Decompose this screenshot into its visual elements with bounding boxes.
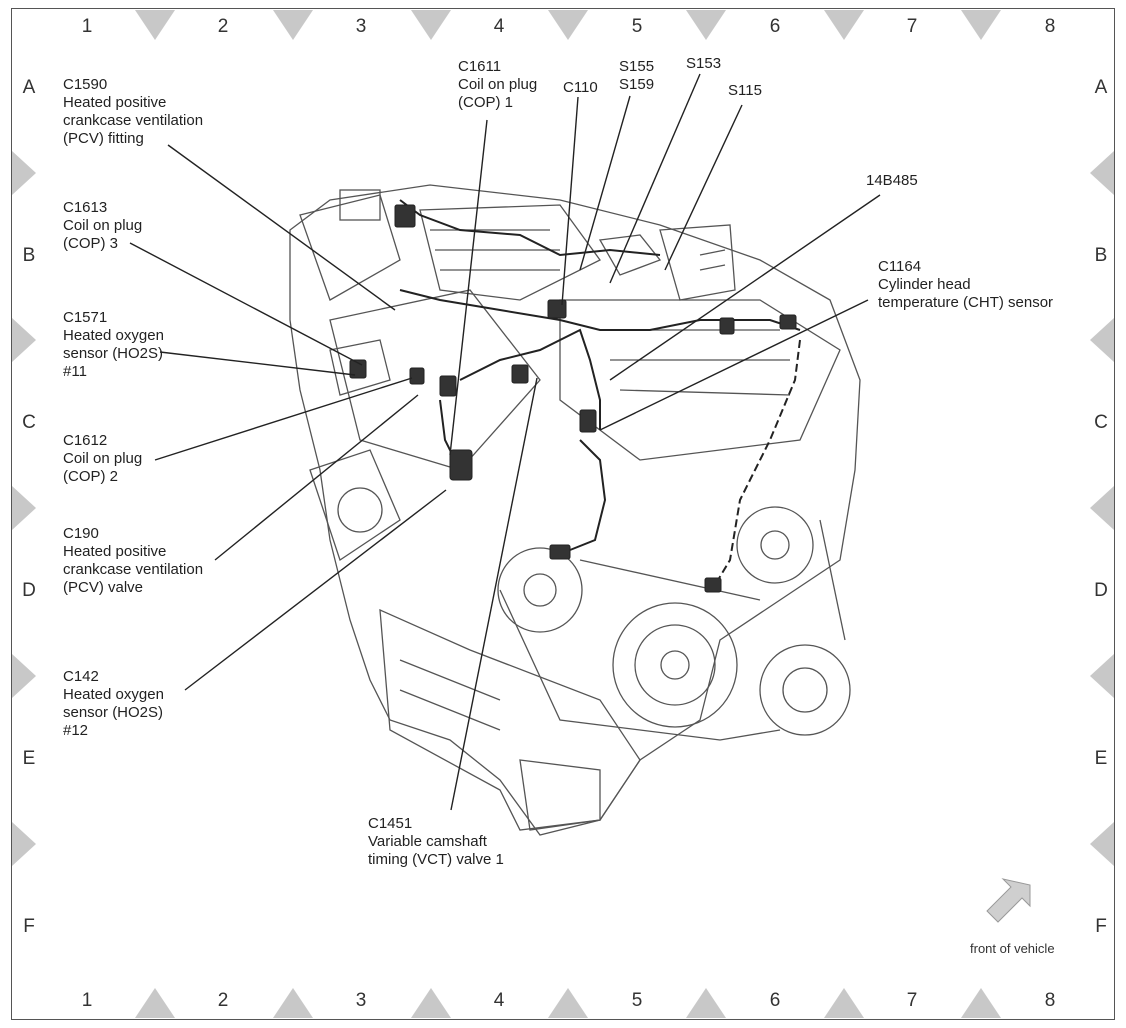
- grid-marker-bottom: [548, 988, 588, 1018]
- callout-c1571: C1571 Heated oxygen sensor (HO2S) #11: [63, 309, 164, 380]
- grid-marker-top: [548, 10, 588, 40]
- grid-column-8-top: 8: [1044, 16, 1056, 37]
- connector-blocks: [349, 204, 797, 593]
- grid-row-C-left: C: [22, 412, 36, 433]
- grid-row-D-right: D: [1094, 580, 1108, 601]
- grid-marker-left: [12, 654, 36, 698]
- grid-marker-right: [1090, 822, 1114, 866]
- grid-column-6-top: 6: [769, 16, 781, 37]
- grid-marker-top: [411, 10, 451, 40]
- callout-c1590: C1590 Heated positive crankcase ventilat…: [63, 76, 204, 147]
- grid-marker-bottom: [273, 988, 313, 1018]
- front-arrow-icon: [986, 878, 1031, 923]
- grid-row-A-right: A: [1094, 77, 1108, 98]
- grid-column-8-bottom: 8: [1044, 990, 1056, 1011]
- grid-row-B-right: B: [1094, 245, 1108, 266]
- grid-marker-left: [12, 151, 36, 195]
- grid-column-3-top: 3: [355, 16, 367, 37]
- wiring-harness: [399, 199, 801, 586]
- grid-column-7-top: 7: [906, 16, 918, 37]
- grid-column-4-top: 4: [493, 16, 505, 37]
- grid-marker-left: [12, 486, 36, 530]
- callout-c1613: C1613 Coil on plug (COP) 3: [63, 199, 143, 252]
- callout-c1612: C1612 Coil on plug (COP) 2: [63, 432, 143, 485]
- grid-marker-right: [1090, 654, 1114, 698]
- grid-column-7-bottom: 7: [906, 990, 918, 1011]
- grid-column-1-top: 1: [81, 16, 93, 37]
- grid-marker-bottom: [961, 988, 1001, 1018]
- engine-illustration: [289, 184, 861, 836]
- grid-row-F-left: F: [23, 916, 35, 937]
- callout-s155: S155 S159: [619, 58, 655, 93]
- grid-row-E-right: E: [1094, 748, 1108, 769]
- grid-marker-top: [824, 10, 864, 40]
- grid-marker-left: [12, 318, 36, 362]
- grid-marker-top: [135, 10, 175, 40]
- grid-marker-bottom: [135, 988, 175, 1018]
- callout-14b485: 14B485: [866, 172, 918, 189]
- grid-column-2-top: 2: [217, 16, 229, 37]
- grid-column-3-bottom: 3: [355, 990, 367, 1011]
- diagram-frame: [11, 8, 1115, 1020]
- grid-marker-right: [1090, 151, 1114, 195]
- leader-lines: [129, 73, 881, 811]
- grid-row-E-left: E: [22, 748, 36, 769]
- grid-marker-top: [686, 10, 726, 40]
- callout-c142: C142 Heated oxygen sensor (HO2S) #12: [63, 668, 164, 739]
- grid-row-D-left: D: [22, 580, 36, 601]
- grid-markers: [12, 10, 1114, 1018]
- grid-marker-bottom: [824, 988, 864, 1018]
- grid-marker-top: [961, 10, 1001, 40]
- callout-c1164: C1164 Cylinder head temperature (CHT) se…: [878, 258, 1054, 311]
- grid-column-1-bottom: 1: [81, 990, 93, 1011]
- grid-row-C-right: C: [1094, 412, 1108, 433]
- callout-s153: S153: [686, 55, 722, 72]
- grid-marker-bottom: [686, 988, 726, 1018]
- callout-c1451: C1451 Variable camshaft timing (VCT) val…: [368, 815, 504, 868]
- front-of-vehicle-label: front of vehicle: [970, 941, 1055, 956]
- callout-c190: C190 Heated positive crankcase ventilati…: [63, 525, 204, 596]
- grid-marker-right: [1090, 318, 1114, 362]
- grid-row-B-left: B: [22, 245, 36, 266]
- grid-marker-right: [1090, 486, 1114, 530]
- grid-column-2-bottom: 2: [217, 990, 229, 1011]
- grid-column-5-top: 5: [631, 16, 643, 37]
- callout-c1611: C1611 Coil on plug (COP) 1: [458, 58, 538, 111]
- grid-column-6-bottom: 6: [769, 990, 781, 1011]
- grid-marker-left: [12, 822, 36, 866]
- grid-row-F-right: F: [1095, 916, 1107, 937]
- grid-column-4-bottom: 4: [493, 990, 505, 1011]
- grid-column-5-bottom: 5: [631, 990, 643, 1011]
- callout-s115: S115: [728, 82, 762, 99]
- callout-c110: C110: [563, 79, 598, 96]
- grid-row-A-left: A: [22, 77, 36, 98]
- grid-marker-top: [273, 10, 313, 40]
- grid-marker-bottom: [411, 988, 451, 1018]
